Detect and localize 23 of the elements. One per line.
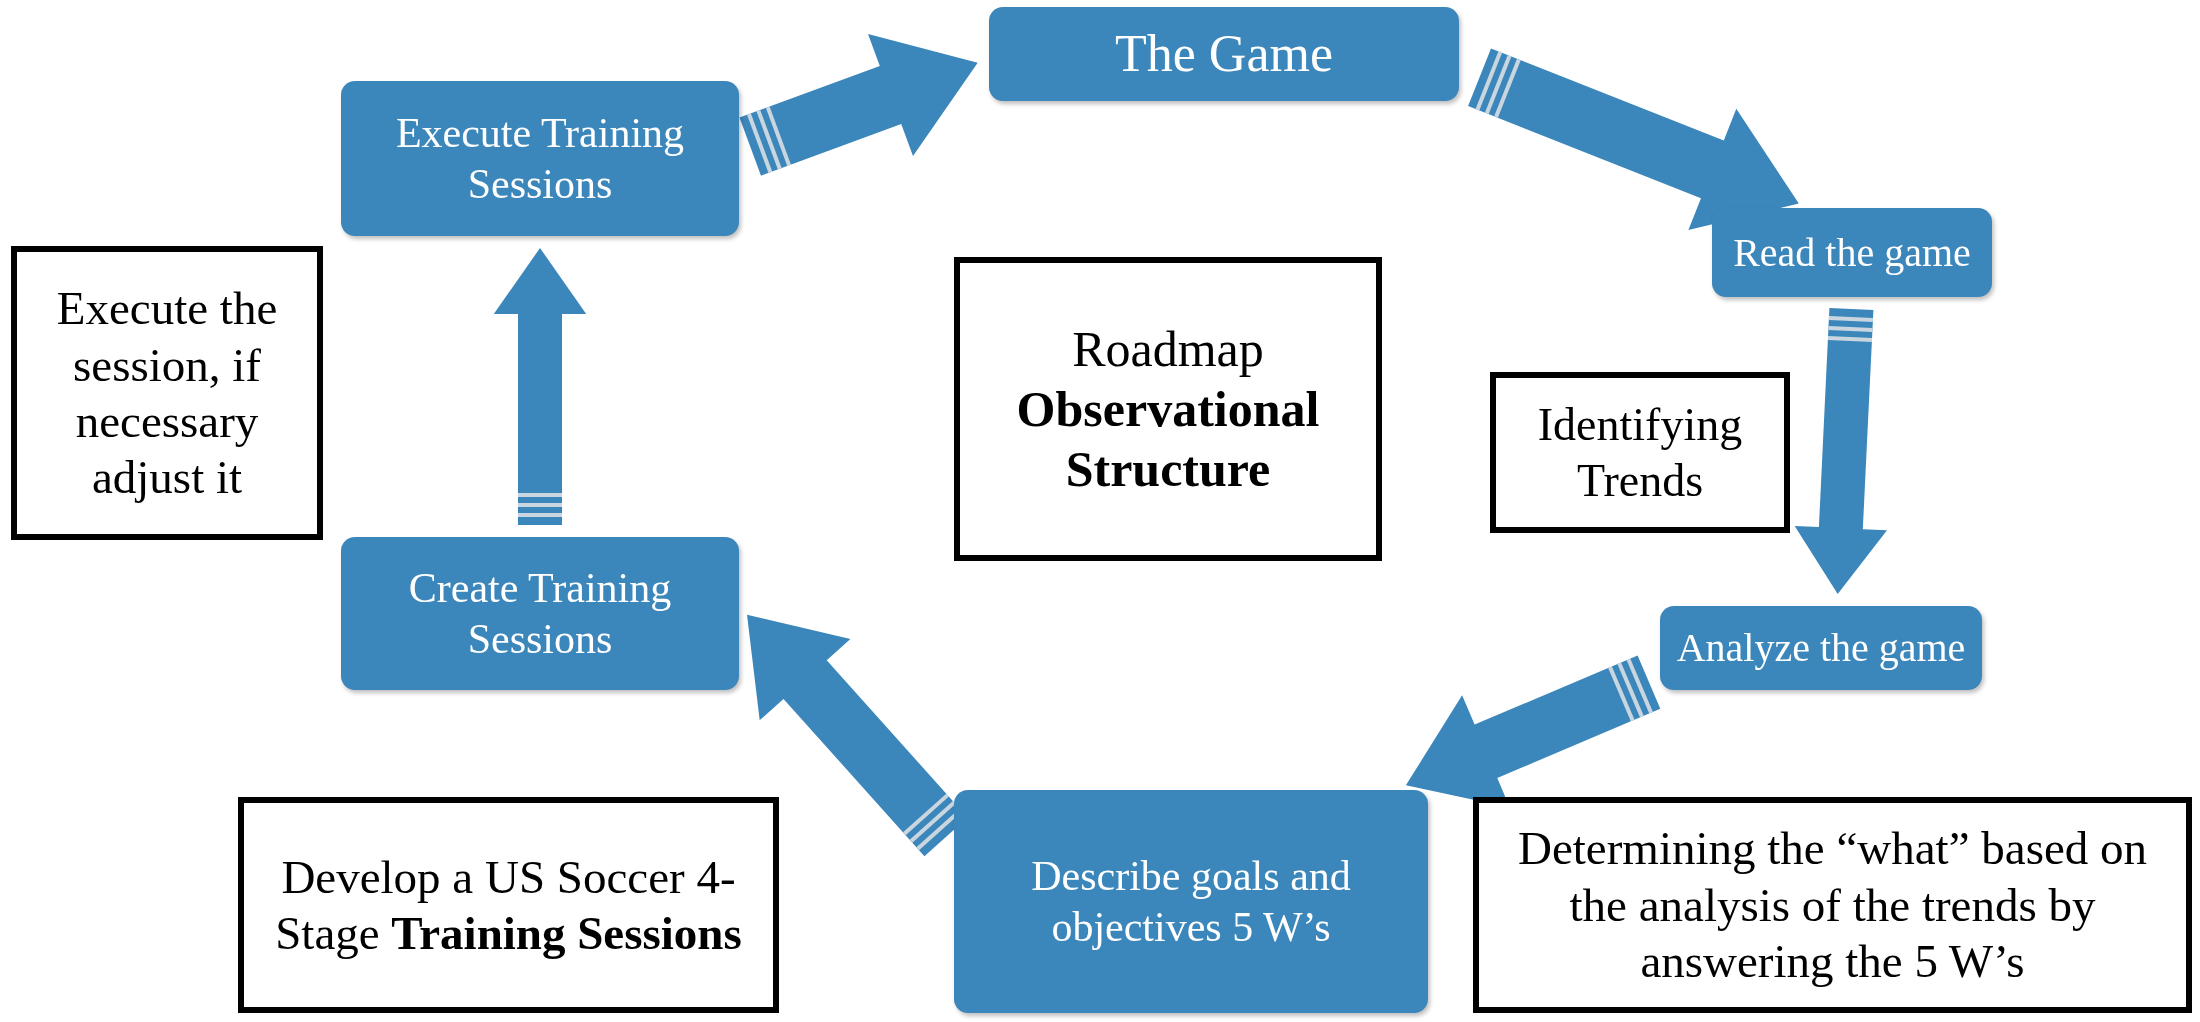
box-text: Read the game xyxy=(1733,228,1971,277)
note-box xyxy=(1473,797,2192,1013)
box-text: Describe goals and objectives 5 W’s xyxy=(1030,852,1352,952)
box-text: Execute Training Sessions xyxy=(394,109,686,209)
box-text: Execute the session, if necessary adjust it xyxy=(55,281,279,506)
box-text: Roadmap xyxy=(1072,320,1264,379)
note-box xyxy=(1490,372,1790,533)
note-box xyxy=(954,257,1382,561)
process-box xyxy=(954,790,1428,1013)
process-box xyxy=(341,81,739,236)
box-text: Identifying Trends xyxy=(1536,398,1744,508)
box-text: The Game xyxy=(1115,23,1333,84)
box-text: Determining the “what” based on the analysis of the trends by answering the 5 W’s xyxy=(1516,821,2149,990)
box-text: Create Training Sessions xyxy=(407,564,673,664)
process-box xyxy=(341,537,739,690)
note-box xyxy=(238,797,779,1013)
process-box xyxy=(1712,208,1992,297)
note-box xyxy=(11,246,323,540)
process-box xyxy=(1660,606,1982,690)
box-text: Analyze the game xyxy=(1676,624,1966,672)
process-box xyxy=(989,7,1459,101)
box-text: Develop a US Soccer 4-Stage Training Sessions xyxy=(274,849,743,961)
heading-text: Observational Structure xyxy=(1015,380,1321,499)
